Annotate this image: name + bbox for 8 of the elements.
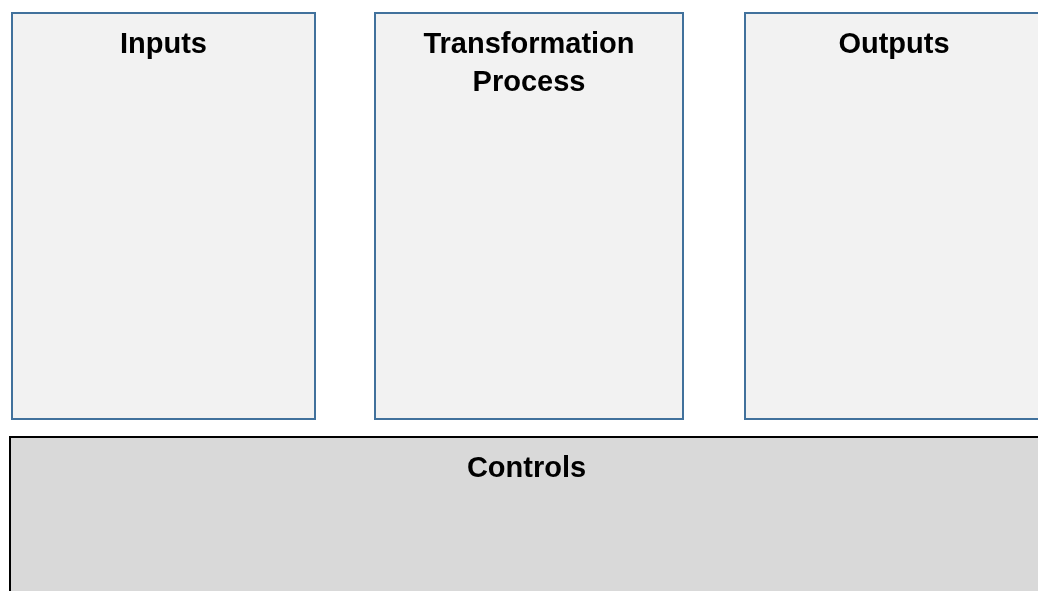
box-heading: Controls xyxy=(466,450,587,485)
column-box xyxy=(11,12,316,420)
box-heading: Inputs xyxy=(120,26,207,61)
controls-band xyxy=(9,436,1038,591)
box-heading: Outputs xyxy=(838,26,950,61)
column-box xyxy=(374,12,684,420)
column-box xyxy=(744,12,1038,420)
box-heading: Transformation Process xyxy=(422,26,636,99)
